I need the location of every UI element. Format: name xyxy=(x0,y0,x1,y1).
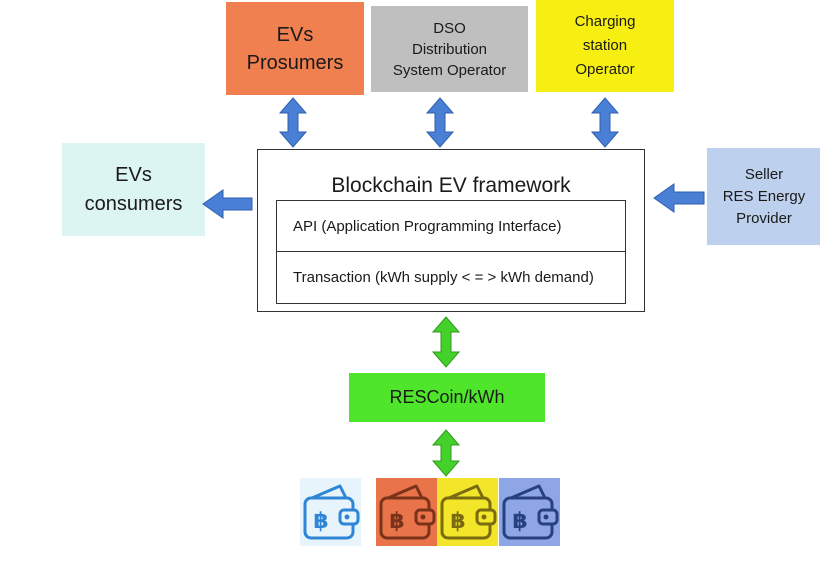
svg-text:฿: ฿ xyxy=(450,509,465,534)
framework-title: Blockchain EV framework xyxy=(331,174,571,197)
bitcoin-wallet-icon: ฿ xyxy=(437,478,498,546)
seller-res-energy-provider-box: Seller RES Energy Provider xyxy=(707,148,820,245)
svg-text:฿: ฿ xyxy=(389,509,404,534)
dso-double-arrow xyxy=(425,97,455,148)
charging-double-arrow xyxy=(590,97,620,148)
evs-prosumers-box: EVs Prosumers xyxy=(226,2,364,95)
consumers-line-1: EVs xyxy=(115,163,152,186)
framework-inner-table: API (Application Programming Interface) … xyxy=(276,200,626,304)
charging-line-3: Operator xyxy=(575,61,635,78)
consumers-arrow xyxy=(202,189,253,219)
transaction-row: Transaction (kWh supply < = > kWh demand… xyxy=(293,269,594,286)
seller-line-3: Provider xyxy=(736,209,792,227)
dso-line-2: Distribution xyxy=(411,40,488,58)
rescoin-box: RESCoin/kWh xyxy=(349,373,545,422)
blockchain-framework-box: Blockchain EV framework API (Application… xyxy=(257,149,645,312)
svg-text:฿: ฿ xyxy=(512,509,527,534)
charging-station-operator-box: Charging station Operator xyxy=(536,0,674,92)
bitcoin-wallet-icon: ฿ xyxy=(499,478,560,546)
dso-line-1: DSO xyxy=(433,19,466,37)
bitcoin-wallet-icon: ฿ xyxy=(300,478,361,546)
dso-box: DSO Distribution System Operator xyxy=(371,6,528,92)
prosumers-double-arrow xyxy=(278,97,308,148)
seller-line-1: Seller xyxy=(744,165,784,183)
rescoin-wallets-double-arrow xyxy=(431,429,461,477)
prosumers-line-1: EVs xyxy=(276,23,314,46)
charging-line-2: station xyxy=(582,37,628,54)
dso-line-3: System Operator xyxy=(392,61,507,79)
seller-line-2: RES Energy xyxy=(722,187,806,205)
charging-line-1: Charging xyxy=(574,13,636,30)
svg-text:฿: ฿ xyxy=(313,509,328,534)
prosumers-line-2: Prosumers xyxy=(246,51,344,74)
seller-arrow xyxy=(653,183,705,213)
api-row: API (Application Programming Interface) xyxy=(277,201,625,252)
framework-rescoin-double-arrow xyxy=(431,316,461,368)
bitcoin-wallet-icon: ฿ xyxy=(376,478,437,546)
consumers-line-2: consumers xyxy=(84,192,183,215)
rescoin-label: RESCoin/kWh xyxy=(389,387,505,407)
evs-consumers-box: EVs consumers xyxy=(62,143,205,236)
